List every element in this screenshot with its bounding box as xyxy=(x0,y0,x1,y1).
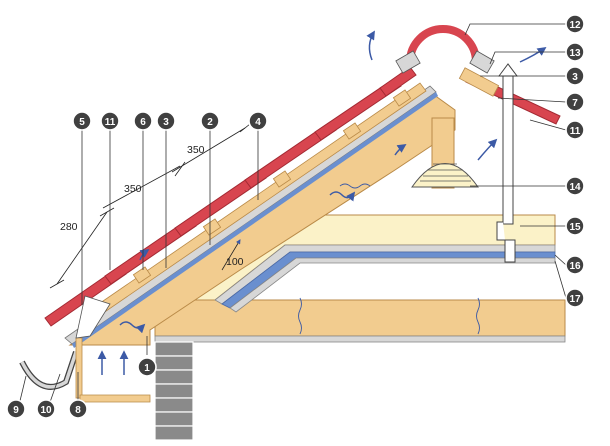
wood-grain-marks xyxy=(298,183,480,335)
callout-7: 7 xyxy=(565,92,585,112)
callout-16: 16 xyxy=(565,255,585,275)
callout-1: 1 xyxy=(137,357,157,377)
svg-text:17: 17 xyxy=(569,294,581,305)
svg-text:3: 3 xyxy=(163,117,169,128)
dim-line-350b xyxy=(171,127,246,173)
callout-8: 8 xyxy=(68,399,88,419)
svg-text:10: 10 xyxy=(40,405,52,416)
svg-text:13: 13 xyxy=(569,48,581,59)
svg-text:3: 3 xyxy=(572,72,578,83)
vent-pipe xyxy=(496,63,518,263)
callout-10: 10 xyxy=(36,399,56,419)
callout-15: 15 xyxy=(565,216,585,236)
svg-text:2: 2 xyxy=(207,117,213,128)
dim-label-100: 100 xyxy=(226,256,244,268)
callout-2: 2 xyxy=(200,111,220,131)
callout-5: 5 xyxy=(72,111,92,131)
callout-11-right: 11 xyxy=(565,120,585,140)
airflow-arrow xyxy=(119,321,146,334)
dim-label-350b: 350 xyxy=(187,144,205,156)
dim-line-100 xyxy=(221,239,241,271)
airflow-arrow xyxy=(477,138,498,161)
callouts: 1 2 3 3 4 5 6 7 8 9 10 11 11 12 13 14 15… xyxy=(6,14,585,419)
svg-text:9: 9 xyxy=(13,405,19,416)
callout-4: 4 xyxy=(248,111,268,131)
callout-13: 13 xyxy=(565,42,585,62)
fascia-board xyxy=(75,337,83,399)
eaves-comb xyxy=(75,295,111,339)
callout-14: 14 xyxy=(565,176,585,196)
svg-text:11: 11 xyxy=(105,117,116,128)
leader-lines xyxy=(18,23,567,406)
dimension-labels: 280 350 350 100 xyxy=(60,144,244,268)
callout-11-left: 11 xyxy=(100,111,120,131)
svg-text:12: 12 xyxy=(569,20,581,31)
svg-text:7: 7 xyxy=(572,98,578,109)
airflow-arrow xyxy=(394,144,407,156)
svg-text:1: 1 xyxy=(144,363,150,374)
vapour-barrier-layers xyxy=(214,244,556,313)
callout-3-left: 3 xyxy=(156,111,176,131)
callout-17: 17 xyxy=(565,288,585,308)
svg-text:6: 6 xyxy=(140,117,146,128)
svg-text:8: 8 xyxy=(75,405,81,416)
svg-text:16: 16 xyxy=(569,261,581,272)
dim-label-350a: 350 xyxy=(124,183,142,195)
airflow-arrow xyxy=(329,191,356,202)
dim-line-350a xyxy=(102,165,181,209)
gutter xyxy=(19,295,151,403)
airflow-arrow xyxy=(519,46,547,63)
svg-text:5: 5 xyxy=(79,117,85,128)
svg-text:15: 15 xyxy=(569,222,581,233)
airflow-arrow xyxy=(366,30,375,61)
vent-grille xyxy=(411,163,479,188)
svg-text:14: 14 xyxy=(569,182,581,193)
ceiling-slab xyxy=(154,299,566,343)
soffit xyxy=(79,394,151,403)
battens xyxy=(89,82,427,319)
callout-9: 9 xyxy=(6,399,26,419)
dim-label-280: 280 xyxy=(60,221,78,233)
ridge-tile xyxy=(395,25,495,74)
svg-text:11: 11 xyxy=(570,126,581,137)
svg-text:4: 4 xyxy=(255,117,261,128)
brick-wall xyxy=(154,341,194,441)
callout-6: 6 xyxy=(133,111,153,131)
callout-3-right: 3 xyxy=(565,66,585,86)
callout-12: 12 xyxy=(565,14,585,34)
